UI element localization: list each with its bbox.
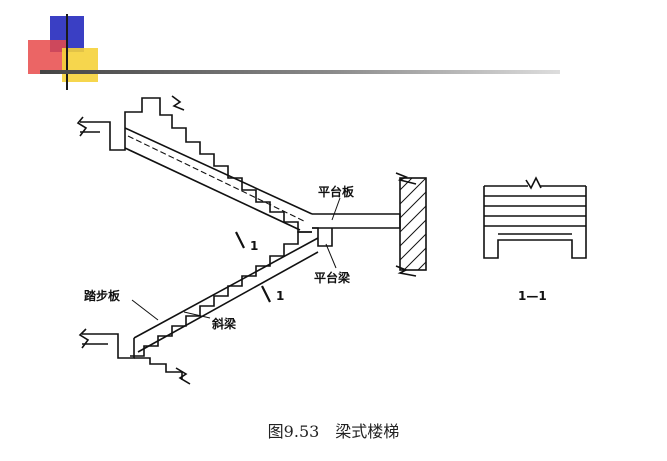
top-landing — [80, 121, 126, 151]
bottom-break-mark — [78, 328, 90, 349]
section-outline — [483, 186, 587, 259]
upper-beam-bottom-line — [124, 147, 301, 231]
upper-break-right — [171, 95, 185, 111]
lower-beam-bottom-line — [137, 251, 319, 353]
upper-beam-dashed-line — [127, 135, 307, 223]
decorative-yellow-square — [62, 48, 98, 82]
decorative-horizontal-rule — [40, 70, 560, 74]
leader-inclined-beam — [183, 311, 211, 319]
decorative-red-square — [28, 40, 66, 74]
label-section-mark-lower: 1 — [276, 289, 284, 303]
figure-caption: 图9.53 梁式楼梯 — [267, 422, 400, 441]
section-cut-mark-lower — [261, 285, 271, 303]
platform-slab — [312, 213, 401, 229]
wall-hatching — [399, 177, 427, 271]
leader-platform-beam — [325, 243, 337, 269]
wall-break-bottom — [395, 265, 417, 277]
label-section-mark-upper: 1 — [250, 239, 258, 253]
upper-flight-steps — [124, 97, 312, 233]
section-break-mark — [525, 176, 542, 190]
upper-beam-top-line — [124, 127, 313, 215]
label-platform-slab: 平台板 — [318, 184, 355, 199]
top-break-mark — [76, 116, 88, 137]
label-platform-beam: 平台梁 — [314, 270, 350, 285]
leader-tread-slab — [131, 299, 159, 321]
lower-flight-steps — [130, 231, 312, 357]
section-cut-mark-upper — [235, 231, 245, 249]
lower-beam-top-line — [133, 237, 319, 339]
platform-beam — [312, 227, 333, 247]
wall — [399, 177, 427, 271]
label-inclined-beam: 斜梁 — [211, 316, 236, 331]
wall-break-top — [395, 172, 417, 185]
decorative-vertical-line — [66, 14, 68, 90]
section-1-1 — [483, 176, 587, 259]
bottom-break-right — [175, 367, 191, 385]
bottom-landing — [82, 333, 135, 359]
label-section-title: 1—1 — [518, 289, 547, 303]
leader-platform-slab — [331, 197, 341, 221]
bottom-extra-steps — [134, 357, 183, 380]
label-tread-slab: 踏步板 — [84, 288, 121, 303]
